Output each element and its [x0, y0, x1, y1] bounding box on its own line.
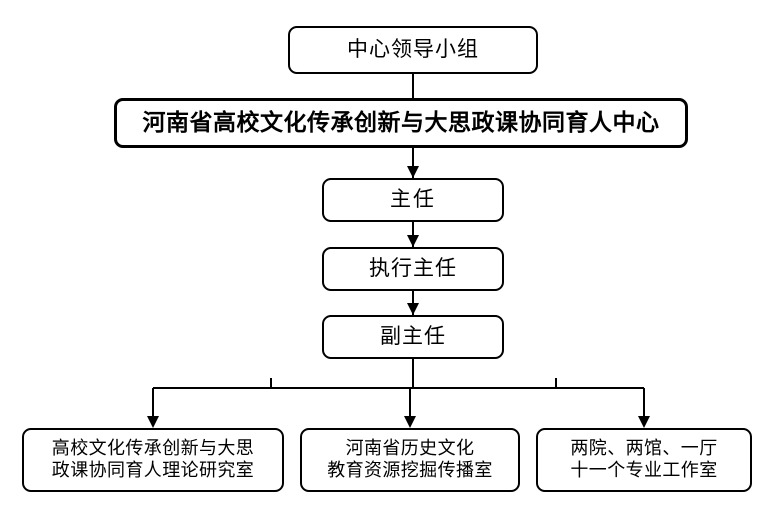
- arrow-vice: [407, 303, 419, 315]
- node-center-title: 河南省高校文化传承创新与大思政课协同育人中心: [114, 98, 688, 148]
- arrow-leaf2: [404, 416, 416, 428]
- arrow-leaf3: [638, 416, 650, 428]
- arrow-director: [407, 166, 419, 178]
- node-history-culture-office: 河南省历史文化 教育资源挖掘传播室: [300, 428, 520, 492]
- node-executive-director: 执行主任: [322, 247, 504, 291]
- node-theory-research-office: 高校文化传承创新与大思 政课协同育人理论研究室: [22, 428, 284, 492]
- arrow-leaf1: [147, 416, 159, 428]
- node-leadership-group: 中心领导小组: [288, 26, 538, 74]
- arrow-exec: [407, 235, 419, 247]
- node-studios-office: 两院、两馆、一厅 十一个专业工作室: [536, 428, 752, 492]
- node-director: 主任: [322, 178, 504, 222]
- node-vice-director: 副主任: [322, 315, 504, 359]
